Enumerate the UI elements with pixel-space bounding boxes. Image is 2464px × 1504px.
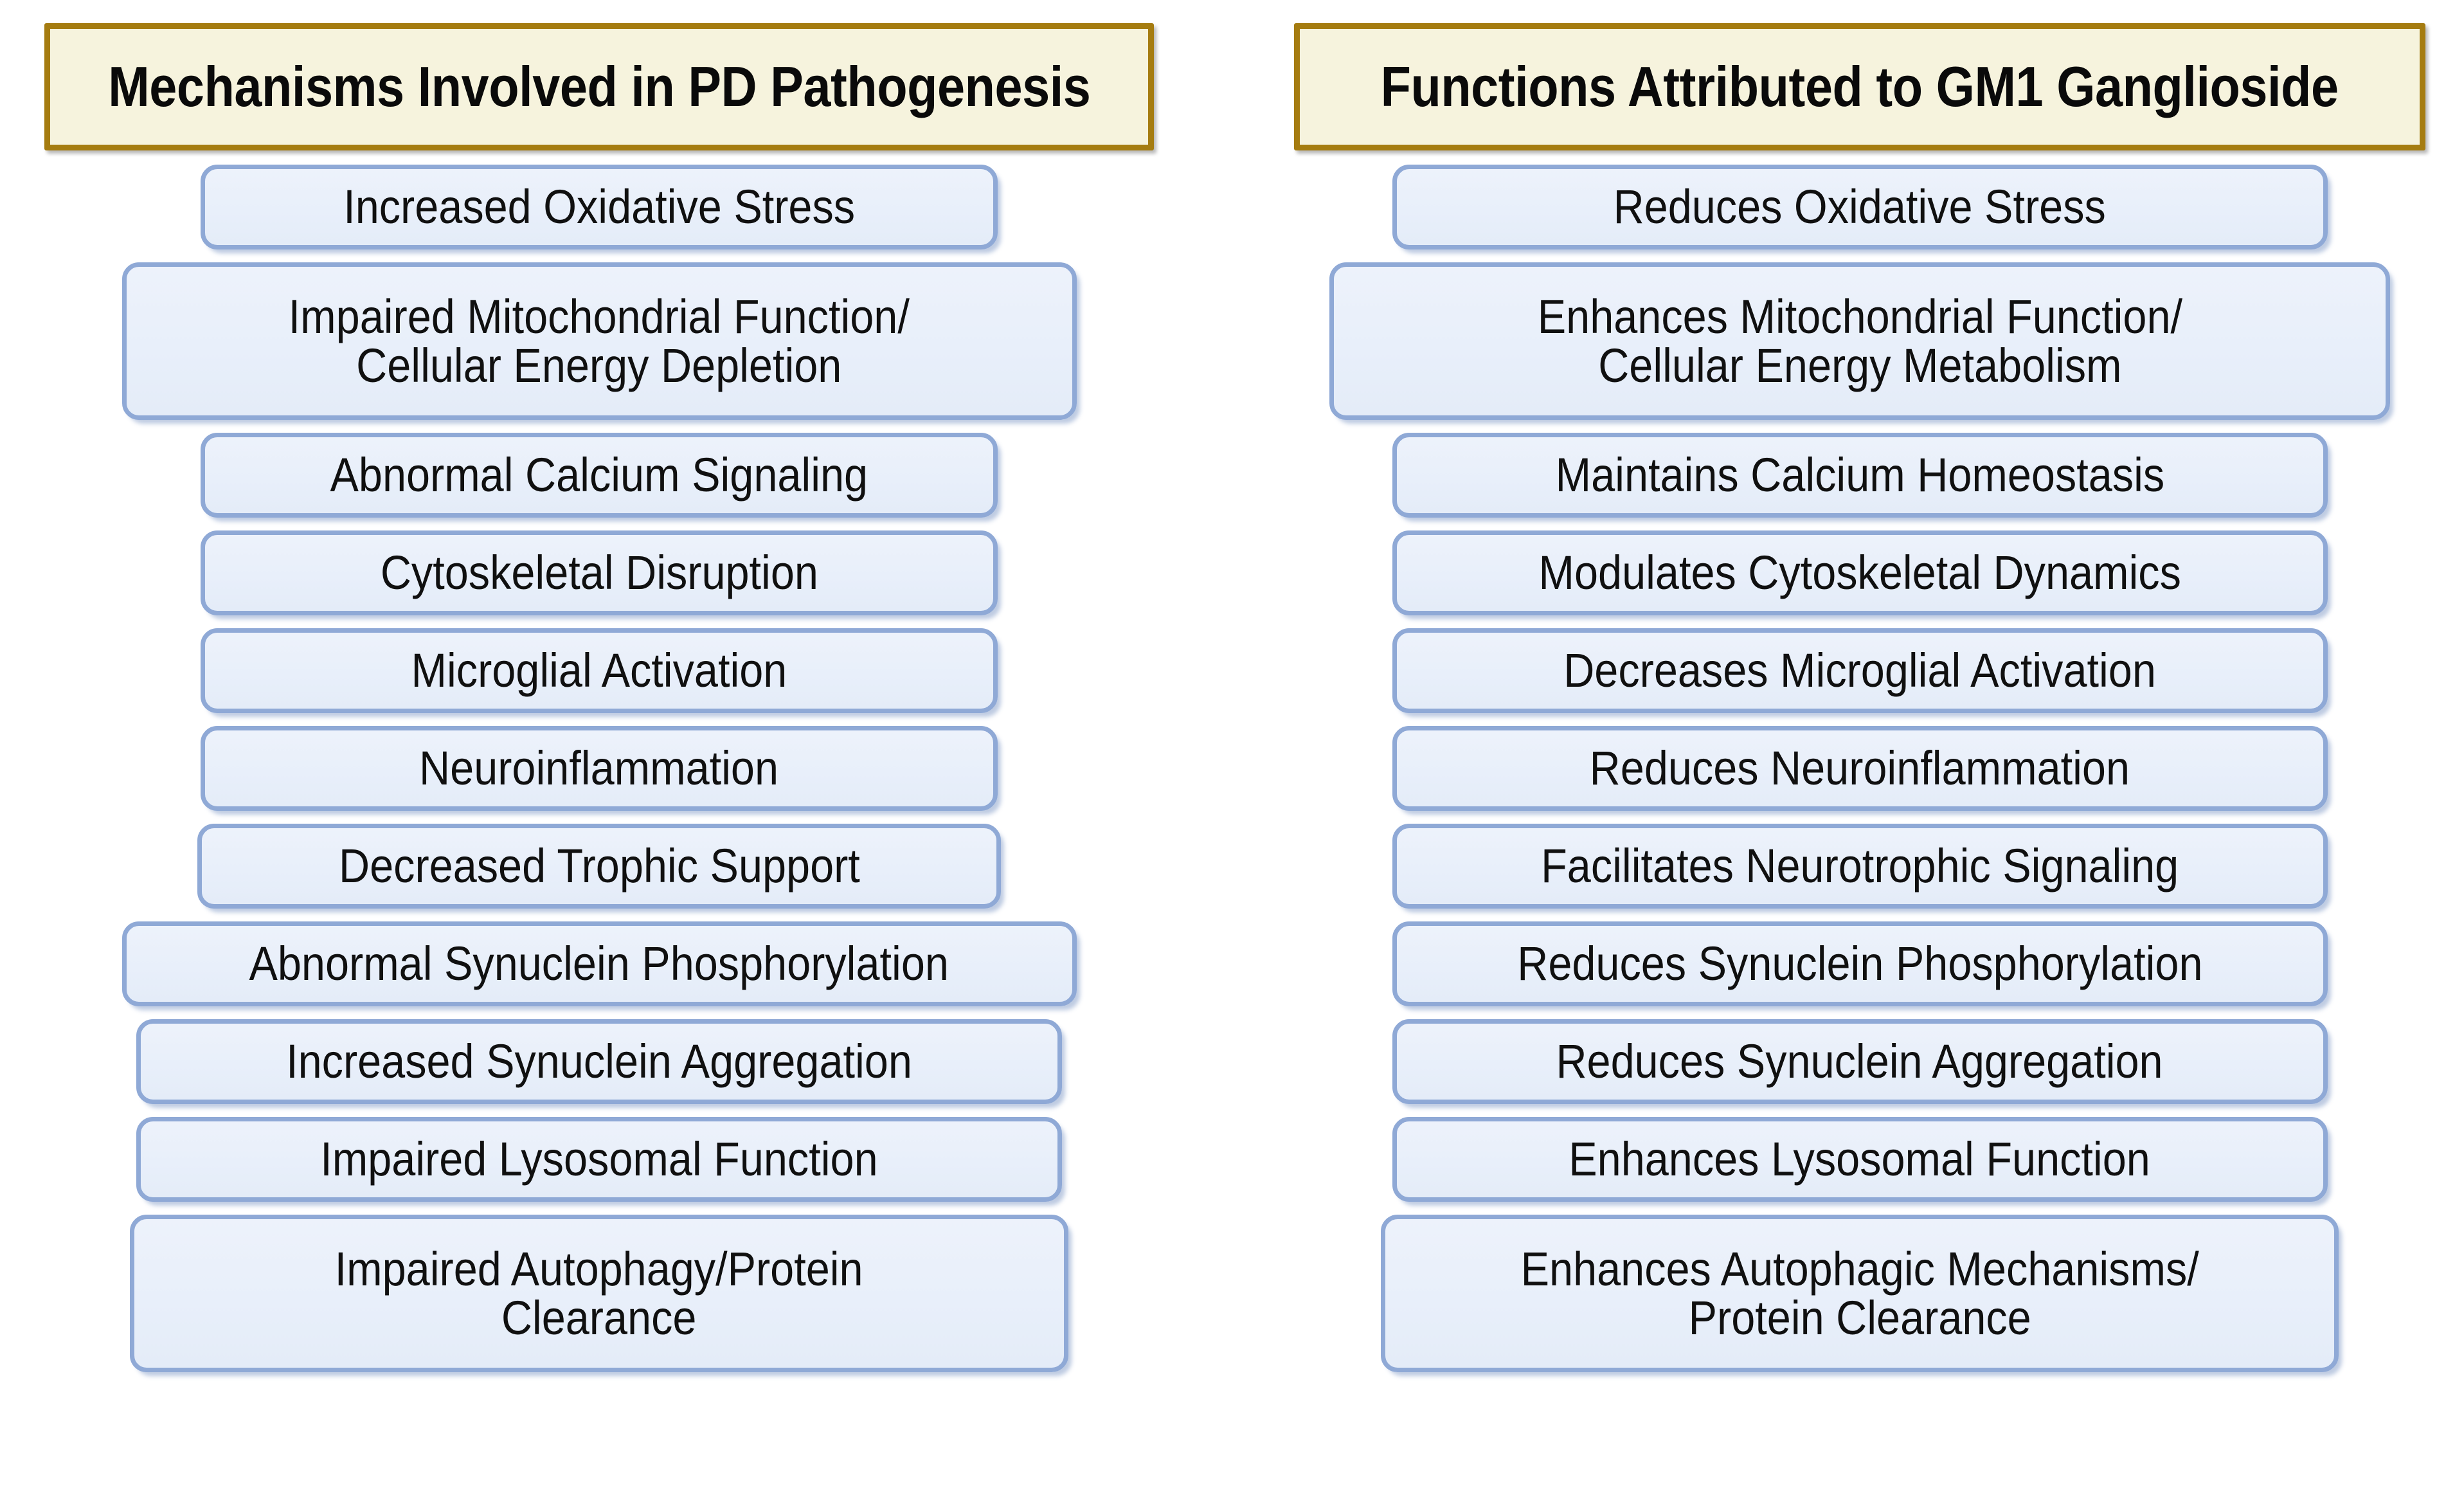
list-item: Abnormal Synuclein Phosphorylation — [121, 921, 1077, 1006]
list-item: Modulates Cytoskeletal Dynamics — [1392, 530, 2328, 615]
list-item-label: Facilitates Neurotrophic Signaling — [1540, 839, 2179, 893]
column-header-gm1-functions: Functions Attributed to GM1 Ganglioside — [1294, 23, 2425, 150]
list-item-label: Decreased Trophic Support — [338, 839, 860, 893]
list-item-label: Reduces Oxidative Stress — [1613, 180, 2107, 234]
list-item: Increased Synuclein Aggregation — [136, 1019, 1062, 1104]
list-item-label: Neuroinflammation — [419, 741, 779, 795]
item-list-pd-pathogenesis: Increased Oxidative Stress Impaired Mito… — [8, 150, 1191, 1385]
list-item: Enhances Mitochondrial Function/ Cellula… — [1329, 262, 2390, 420]
list-item: Decreases Microglial Activation — [1392, 628, 2328, 713]
list-item-label: Enhances Lysosomal Function — [1569, 1132, 2151, 1186]
list-item: Neuroinflammation — [201, 726, 998, 811]
list-item: Reduces Oxidative Stress — [1392, 165, 2328, 249]
list-item-label: Maintains Calcium Homeostasis — [1555, 448, 2164, 502]
list-item-label: Reduces Synuclein Phosphorylation — [1516, 937, 2203, 991]
list-item-label: Decreases Microglial Activation — [1563, 644, 2156, 698]
list-item: Cytoskeletal Disruption — [201, 530, 998, 615]
list-item: Facilitates Neurotrophic Signaling — [1392, 824, 2328, 909]
list-item: Microglial Activation — [201, 628, 998, 713]
list-item: Enhances Autophagic Mechanisms/ Protein … — [1381, 1215, 2339, 1372]
list-item-label: Increased Synuclein Aggregation — [286, 1035, 912, 1089]
list-item-label: Microglial Activation — [411, 644, 787, 698]
list-item: Abnormal Calcium Signaling — [201, 433, 998, 518]
list-item: Impaired Autophagy/Protein Clearance — [130, 1215, 1068, 1372]
column-pd-pathogenesis: Mechanisms Involved in PD Pathogenesis I… — [8, 0, 1191, 1385]
list-item: Maintains Calcium Homeostasis — [1392, 433, 2328, 518]
list-item: Reduces Synuclein Phosphorylation — [1392, 921, 2328, 1006]
list-item: Impaired Mitochondrial Function/ Cellula… — [121, 262, 1077, 420]
column-gm1-functions: Functions Attributed to GM1 Ganglioside … — [1262, 0, 2458, 1385]
list-item-label: Increased Oxidative Stress — [343, 180, 855, 234]
list-item: Impaired Lysosomal Function — [136, 1117, 1062, 1202]
column-header-label: Functions Attributed to GM1 Ganglioside — [1380, 54, 2339, 118]
list-item: Reduces Neuroinflammation — [1392, 726, 2328, 811]
list-item: Decreased Trophic Support — [197, 824, 1001, 909]
list-item-label: Impaired Mitochondrial Function/ Cellula… — [288, 290, 910, 392]
list-item-label: Reduces Synuclein Aggregation — [1556, 1035, 2164, 1089]
list-item-label: Enhances Mitochondrial Function/ Cellula… — [1537, 290, 2182, 392]
list-item: Enhances Lysosomal Function — [1392, 1117, 2328, 1202]
list-item-label: Modulates Cytoskeletal Dynamics — [1538, 546, 2181, 600]
list-item-label: Impaired Lysosomal Function — [320, 1132, 878, 1186]
column-header-label: Mechanisms Involved in PD Pathogenesis — [107, 54, 1091, 118]
list-item-label: Cytoskeletal Disruption — [380, 546, 818, 600]
list-item-label: Enhances Autophagic Mechanisms/ Protein … — [1520, 1242, 2199, 1345]
list-item: Increased Oxidative Stress — [201, 165, 998, 249]
item-list-gm1-functions: Reduces Oxidative Stress Enhances Mitoch… — [1262, 150, 2458, 1385]
list-item-label: Abnormal Calcium Signaling — [330, 448, 868, 502]
list-item: Reduces Synuclein Aggregation — [1392, 1019, 2328, 1104]
list-item-label: Reduces Neuroinflammation — [1589, 741, 2130, 795]
list-item-label: Impaired Autophagy/Protein Clearance — [335, 1242, 863, 1345]
list-item-label: Abnormal Synuclein Phosphorylation — [249, 937, 949, 991]
column-header-pd-pathogenesis: Mechanisms Involved in PD Pathogenesis — [44, 23, 1154, 150]
